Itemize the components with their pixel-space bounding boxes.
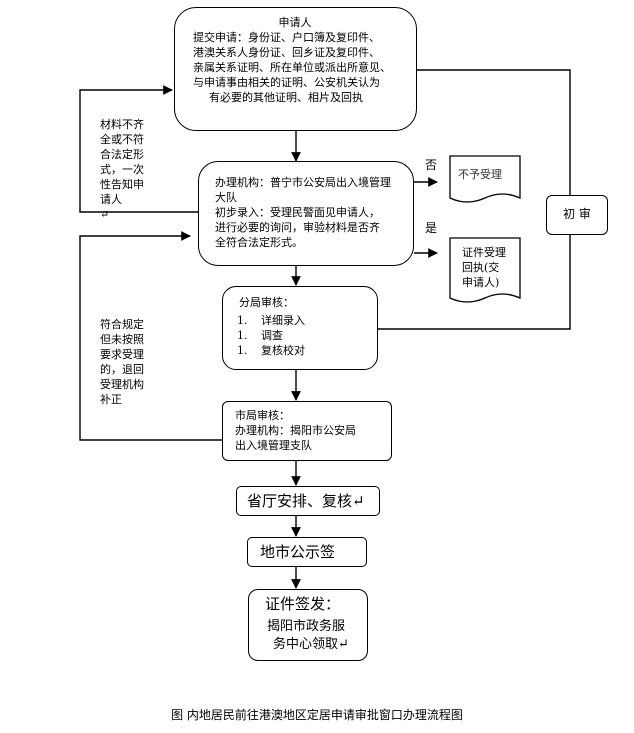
label-no: 否	[425, 158, 438, 172]
applicant-line-4: 与申请事由相关的证明、公安机关认为	[193, 76, 380, 89]
note1-line-4: 式，一次	[100, 163, 144, 176]
note2-line-6: 补正	[100, 393, 122, 406]
handling-line-1: 办理机构：普宁市公安局出入境管理	[215, 176, 391, 189]
handling-line-5: 全符合法定形式。	[215, 236, 303, 249]
loop-return-correction	[79, 231, 222, 441]
branch-review-title: 分局审核：	[239, 296, 294, 309]
applicant-line-2: 港澳关系人身份证、回乡证及复印件、	[193, 46, 380, 59]
branch-item-3-text: 复核校对	[261, 344, 305, 357]
note1-line-5: 性告知申	[100, 178, 144, 191]
publicity-label: 地市公示签	[260, 543, 336, 561]
left-note-return: 符合规定 但未按照 要求受理 的，退回 受理机构 补正	[100, 317, 144, 407]
receipt-line-1: 证件受理	[462, 246, 506, 259]
province-label: 省厅安排、复核↵	[247, 492, 365, 510]
note2-line-3: 要求受理	[100, 348, 144, 361]
note1-line-3: 合法定形	[100, 148, 144, 161]
handling-box: 办理机构：普宁市公安局出入境管理 大队 初步录入：受理民警面见申请人， 进行必要…	[198, 161, 414, 266]
note2-line-5: 受理机构	[100, 378, 144, 391]
publicity-box: 地市公示签	[247, 537, 367, 567]
handling-line-3: 初步录入：受理民警面见申请人，	[215, 206, 380, 219]
applicant-box: 申请人 提交申请：身份证、户口簿及复印件、 港澳关系人身份证、回乡证及复印件、 …	[174, 7, 417, 131]
initial-review-label: 初 审	[563, 207, 591, 221]
city-review-line-3: 出入境管理支队	[235, 439, 312, 452]
figure-caption: 图 内地居民前往港澳地区定居申请审批窗口办理流程图	[171, 708, 463, 722]
issue-line-2: 揭阳市政务服	[267, 619, 346, 634]
province-box: 省厅安排、复核↵	[236, 486, 380, 516]
note1-line-7: ↵	[100, 208, 110, 221]
reject-document-label: 不予受理	[458, 168, 502, 181]
branch-item-1-text: 详细录入	[261, 314, 305, 327]
note1-line-6: 请人	[100, 193, 122, 206]
note1-line-2: 全或不符	[100, 133, 144, 146]
initial-review-box: 初 审	[546, 195, 608, 235]
receipt-line-3: 申请人)	[462, 276, 500, 289]
city-review-line-1: 市局审核：	[235, 409, 290, 422]
handling-line-2: 大队	[215, 191, 237, 204]
applicant-title: 申请人	[278, 16, 312, 29]
issue-box: 证件签发： 揭阳市政务服 务中心领取↵	[248, 589, 368, 661]
handling-line-4: 进行必要的询问，审验材料是否齐	[215, 221, 380, 234]
branch-review-box: 分局审核： 1. 详细录入 1. 调查 1. 复核校对	[222, 286, 378, 370]
applicant-line-5: 有必要的其他证明、相片及回执	[209, 91, 363, 104]
label-yes: 是	[425, 221, 438, 235]
issue-line-3: 务中心领取↵	[273, 637, 349, 652]
branch-item-1-num: 1.	[237, 314, 248, 327]
note2-line-4: 的，退回	[100, 363, 144, 376]
branch-item-2-text: 调查	[261, 329, 283, 342]
applicant-line-1: 提交申请：身份证、户口簿及复印件、	[193, 31, 380, 44]
note1-line-1: 材料不齐	[100, 118, 144, 131]
applicant-line-3: 亲属关系证明、所在单位或派出所意见、	[193, 61, 391, 74]
issue-line-1: 证件签发：	[265, 595, 341, 613]
left-note-incomplete: 材料不齐 全或不符 合法定形 式，一次 性告知申 请人 ↵	[100, 117, 144, 222]
loop-incomplete-materials	[79, 85, 198, 213]
city-review-line-2: 办理机构：揭阳市公安局	[235, 424, 356, 437]
note2-line-1: 符合规定	[100, 318, 144, 331]
receipt-line-2: 回执(交	[462, 261, 500, 274]
branch-item-2-num: 1.	[237, 329, 248, 342]
city-review-box: 市局审核： 办理机构：揭阳市公安局 出入境管理支队	[222, 401, 392, 461]
note2-line-2: 但未按照	[100, 333, 144, 346]
branch-item-3-num: 1.	[237, 344, 248, 357]
